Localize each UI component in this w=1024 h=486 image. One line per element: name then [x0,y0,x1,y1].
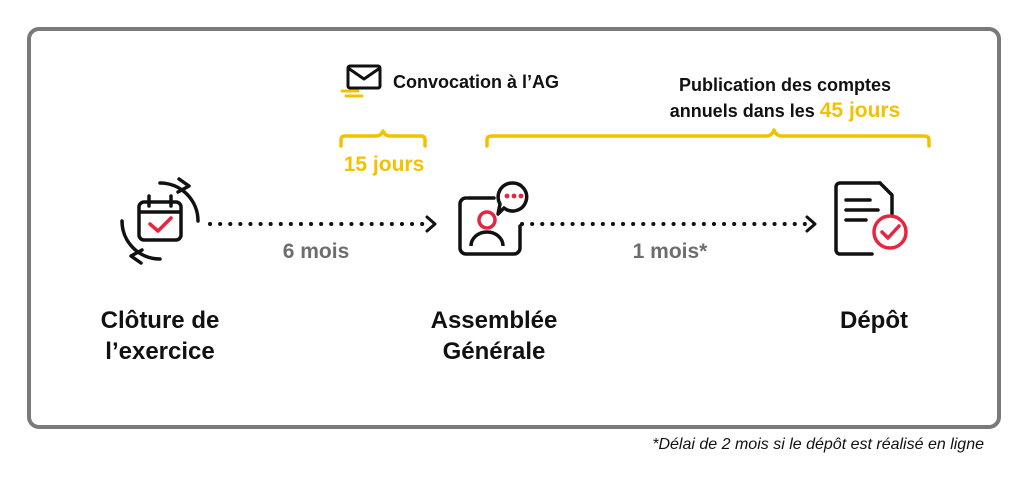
convocation-bracket [339,129,427,148]
publication-line1: Publication des comptes [678,75,892,95]
step-assemblee: Assemblée Générale [394,305,594,367]
step-assemblee-line1: Assemblée [430,307,558,334]
step-assemblee-line2: Générale [442,338,546,365]
footnote: *Délai de 2 mois si le dépôt est réalisé… [652,436,984,453]
step-cloture-line1: Clôture de [100,307,220,334]
publication-bracket [485,128,931,148]
document-check-icon [834,181,908,256]
meeting-person-icon [458,181,529,256]
publication-line2: annuels dans les 45 jours [600,98,970,124]
step-cloture-line2: l’exercice [105,338,215,365]
publication-highlight: 45 jours [819,99,901,122]
dotted-arrow-2 [520,215,817,233]
calendar-cycle-icon [120,177,200,265]
step-cloture: Clôture de l’exercice [60,305,260,367]
interval-first: 6 mois [282,240,350,263]
convocation-label: Convocation à l’AG [393,72,560,92]
interval-second: 1 mois* [632,240,708,263]
diagram-frame [27,27,1001,429]
publication-label: Publication des comptes annuels dans les… [600,73,970,124]
envelope-icon [340,64,382,98]
publication-line2-prefix: annuels dans les [669,101,820,121]
dotted-arrow-1 [208,215,437,233]
step-depot-line1: Dépôt [840,307,908,334]
convocation-delay: 15 jours [343,153,425,176]
step-depot: Dépôt [774,305,974,336]
